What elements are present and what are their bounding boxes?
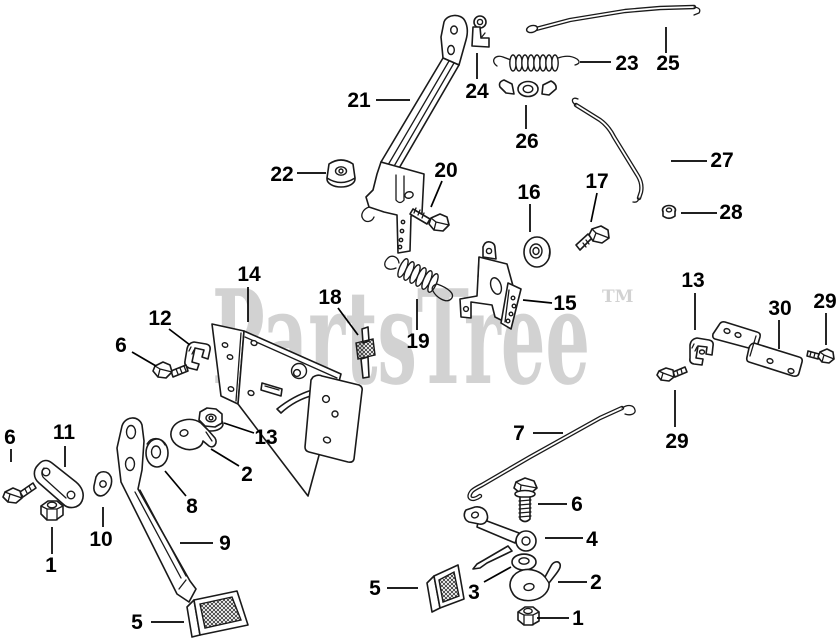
grommet-washer-drawing [523,236,551,268]
callout-6-hex-bolt-left-upper: 6 [115,334,127,357]
governor-spring-drawing [493,54,580,72]
callout-29-hex-bolt-right-lower: 29 [665,430,688,453]
leader-line-washer-lower [483,566,512,583]
hex-nut-lower-drawing [517,606,540,626]
rod-bracket-drawing [498,79,557,98]
mounting-plate-drawing [211,323,363,497]
callout-13-cable-clip-right: 13 [681,269,704,292]
callout-17-hex-bolt-mid: 17 [585,170,608,193]
callout-2-lever-arm-left: 2 [241,463,253,486]
speed-nut-drawing [661,204,677,220]
callout-1-hex-nut-left: 1 [45,554,57,577]
keeper-clip-drawing [471,15,490,48]
control-lever-drawing [463,506,537,570]
callout-23-governor-spring: 23 [615,52,638,75]
hex-bolt-far-left-drawing [2,482,37,504]
leader-line-knurled-stud [337,307,359,336]
callout-25-throttle-rod: 25 [656,52,680,75]
cable-clip-drawing [184,341,211,371]
choke-rod-drawing [571,97,644,203]
leader-line-hex-bolt-upper [430,180,443,208]
callout-20-hex-bolt-upper: 20 [434,159,457,182]
callout-13-flange-nut-left: 13 [254,426,277,449]
callout-9-governor-arm: 9 [219,532,231,555]
hex-nut-left-drawing [40,500,64,521]
callout-16-grommet-washer: 16 [517,181,540,204]
control-bracket-drawing [459,241,522,330]
bracket-strap-drawing [711,321,803,377]
control-rod-drawing [467,404,636,502]
hex-bolt-lower-drawing [513,477,538,523]
callout-3-washer-lower: 3 [468,581,480,604]
washer-lower-drawing [511,553,537,571]
callout-10-grommet: 10 [89,528,112,551]
washer-left-drawing [145,437,169,468]
callout-12-cable-clip: 12 [148,307,171,330]
hex-bolt-left-upper-drawing [152,361,189,379]
watermark-tm: TM [602,287,634,307]
knob-lower-drawing [426,564,465,613]
callout-14-mounting-plate: 14 [237,263,261,286]
callout-28-speed-nut: 28 [719,201,743,224]
leader-line-hex-bolt-left-upper [131,351,157,367]
callout-29-hex-bolt-right: 29 [813,290,836,313]
lever-arm-left-drawing [170,418,217,451]
knob-left-drawing [186,590,249,638]
callout-5-knob-lower: 5 [369,577,381,600]
callout-19-extension-spring: 19 [406,330,429,353]
grommet-drawing [93,470,113,497]
flange-nut-drawing [326,159,356,188]
callout-18-knurled-stud: 18 [318,286,342,309]
callout-30-bracket-strap: 30 [768,297,791,320]
hex-bolt-mid-drawing [575,225,610,251]
callout-15-control-bracket: 15 [553,292,577,315]
governor-arm-drawing [116,417,197,603]
callout-24-keeper-clip: 24 [465,80,489,103]
leader-line-hex-bolt-mid [590,192,598,223]
callout-6-hex-bolt-lower: 6 [571,493,583,516]
leader-line-cable-clip [168,328,191,346]
throttle-rod-drawing [525,4,701,34]
hex-bolt-right-drawing [806,348,835,364]
leader-line-flange-nut-left [223,422,255,434]
callout-21-throttle-lever: 21 [347,89,371,112]
callout-8-washer-left: 8 [186,495,198,518]
callout-1-hex-nut-lower: 1 [572,607,584,630]
callout-6-hex-bolt-far-left: 6 [4,426,16,449]
knurled-stud-drawing [355,326,376,379]
callout-5-knob-left: 5 [131,611,143,634]
callout-27-choke-rod: 27 [710,149,733,172]
callout-22-flange-nut: 22 [270,163,293,186]
hex-bolt-upper-drawing [409,207,450,232]
leader-line-lever-arm-left [210,448,240,467]
callout-2-lever-arm-lower: 2 [590,571,602,594]
leader-line-control-bracket [522,299,553,304]
link-drawing [33,459,84,509]
hex-bolt-right-lower-drawing [656,366,688,382]
callout-4-control-lever: 4 [586,528,598,551]
callout-7-control-rod: 7 [513,422,525,445]
cable-clip-right-drawing [689,337,714,366]
extension-spring-drawing [384,255,454,302]
callout-11-link: 11 [53,421,76,444]
lever-arm-lower-drawing [509,561,562,602]
throttle-lever-drawing [361,14,469,254]
callout-26-rod-bracket: 26 [515,130,538,153]
leader-line-washer-left [164,470,187,497]
